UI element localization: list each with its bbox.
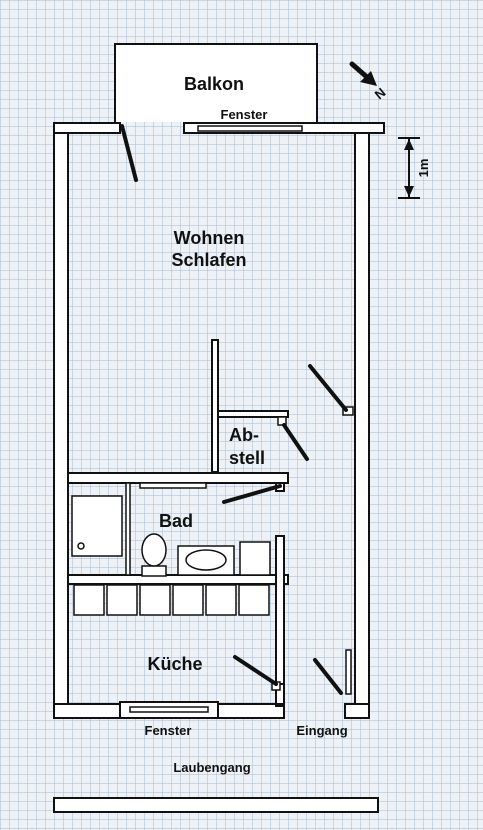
window-bottom-label: Fenster [145, 723, 192, 738]
doors [120, 124, 354, 695]
kitchen-label: Küche [147, 654, 202, 674]
balcony [114, 43, 318, 122]
bath-door [222, 484, 282, 504]
scale-bar [398, 137, 420, 199]
toilet [141, 533, 167, 567]
sink [185, 549, 227, 571]
living-label-line1: Wohnen [174, 228, 245, 248]
toilet-tank [141, 565, 167, 577]
window-top [197, 125, 303, 132]
corridor-label: Laubengang [173, 760, 250, 775]
storage-label-line1: Ab- [229, 425, 259, 445]
kitchen-door [233, 655, 278, 686]
bath-label: Bad [159, 511, 193, 531]
entrance-door [313, 658, 343, 695]
corridor-railing [53, 797, 379, 813]
interior-walls [67, 339, 289, 707]
bath-fixtures [71, 482, 271, 577]
bath-window-sill [139, 482, 207, 489]
entrance-label: Eingang [296, 723, 347, 738]
kitchen-cabinets [73, 584, 270, 616]
north-arrow-icon [349, 61, 377, 86]
scale-label: 1m [416, 159, 431, 178]
washing-machine [239, 541, 271, 576]
living-door [308, 364, 348, 412]
window-bottom [119, 701, 219, 719]
balcony-door [120, 124, 138, 182]
window-top-label: Fenster [221, 107, 268, 122]
storage-door [282, 423, 309, 461]
storage-label-line2: stell [229, 448, 265, 468]
exterior-walls [53, 122, 385, 719]
compass-label: N [372, 85, 389, 103]
living-label-line2: Schlafen [171, 250, 246, 270]
balcony-label: Balkon [184, 74, 244, 94]
entrance-door-frame [345, 649, 352, 695]
